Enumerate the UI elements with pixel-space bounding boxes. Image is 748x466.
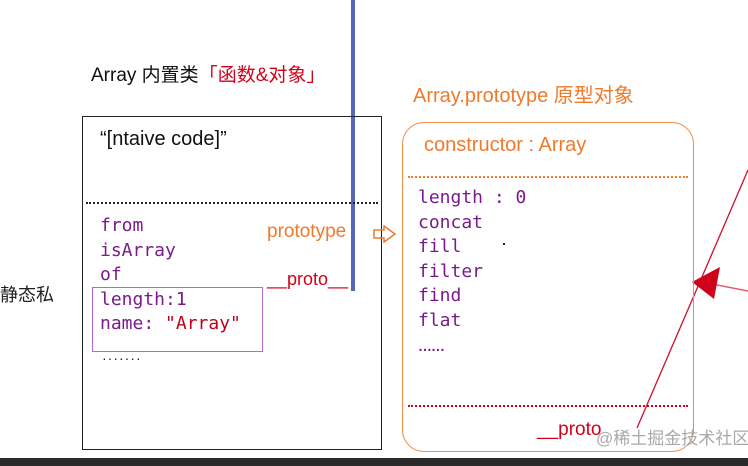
own-props-highlight-box bbox=[92, 287, 263, 352]
vertical-blue-line bbox=[351, 0, 355, 291]
proto-link-label: __proto__ bbox=[267, 269, 349, 289]
array-class-title-text: Array 内置类 bbox=[91, 65, 199, 86]
method-fill: fill bbox=[418, 236, 462, 257]
proto-bottom-label: __proto bbox=[537, 419, 602, 440]
array-class-title: Array 内置类「函数&对象」 bbox=[91, 60, 325, 87]
proto-pointer-line bbox=[711, 283, 748, 292]
own-prop-length: length:1 bbox=[100, 288, 187, 310]
divider-dotted-left bbox=[86, 202, 378, 204]
method-concat: concat bbox=[418, 211, 484, 233]
method-find: find bbox=[418, 285, 462, 306]
side-label: 静态私 bbox=[0, 285, 54, 305]
bottom-bar bbox=[0, 458, 748, 466]
divider-dotted-right-bottom bbox=[408, 405, 688, 407]
watermark: @稀土掘金技术社区 bbox=[596, 429, 748, 448]
own-prop-name: name: "Array" bbox=[100, 312, 241, 337]
hollow-arrow-right-icon bbox=[373, 225, 397, 243]
static-member-from: from bbox=[100, 215, 144, 236]
method-length: length : 0 bbox=[418, 187, 527, 208]
method-filter: filter bbox=[418, 260, 484, 282]
left-ellipsis: ······· bbox=[102, 350, 142, 366]
divider-dotted-right-top bbox=[408, 176, 688, 178]
array-class-title-highlight: 「函数&对象」 bbox=[198, 65, 326, 86]
own-prop-name-key: name: bbox=[100, 313, 166, 334]
right-ellipsis: …… bbox=[418, 338, 445, 354]
constructor-label: constructor : Array bbox=[424, 134, 587, 156]
static-member-isarray: isArray bbox=[100, 239, 176, 261]
prototype-link-label: prototype bbox=[267, 221, 347, 242]
proto-chain-line-long bbox=[636, 169, 748, 429]
prototype-methods-list: length : 0 concat fill filter find flat bbox=[418, 186, 526, 333]
array-function-box bbox=[82, 116, 382, 450]
native-code-text: “[ntaive code]” bbox=[100, 128, 227, 150]
stray-dot bbox=[503, 243, 505, 245]
prototype-object-box bbox=[402, 122, 694, 452]
own-prop-name-value: "Array" bbox=[165, 313, 241, 334]
static-member-of: of bbox=[100, 264, 122, 285]
static-members-list: from isArray of length:1 name: "Array" bbox=[100, 214, 241, 337]
method-flat: flat bbox=[418, 309, 462, 331]
arrow-head-icon bbox=[692, 267, 720, 299]
prototype-object-title: Array.prototype 原型对象 bbox=[413, 85, 634, 107]
